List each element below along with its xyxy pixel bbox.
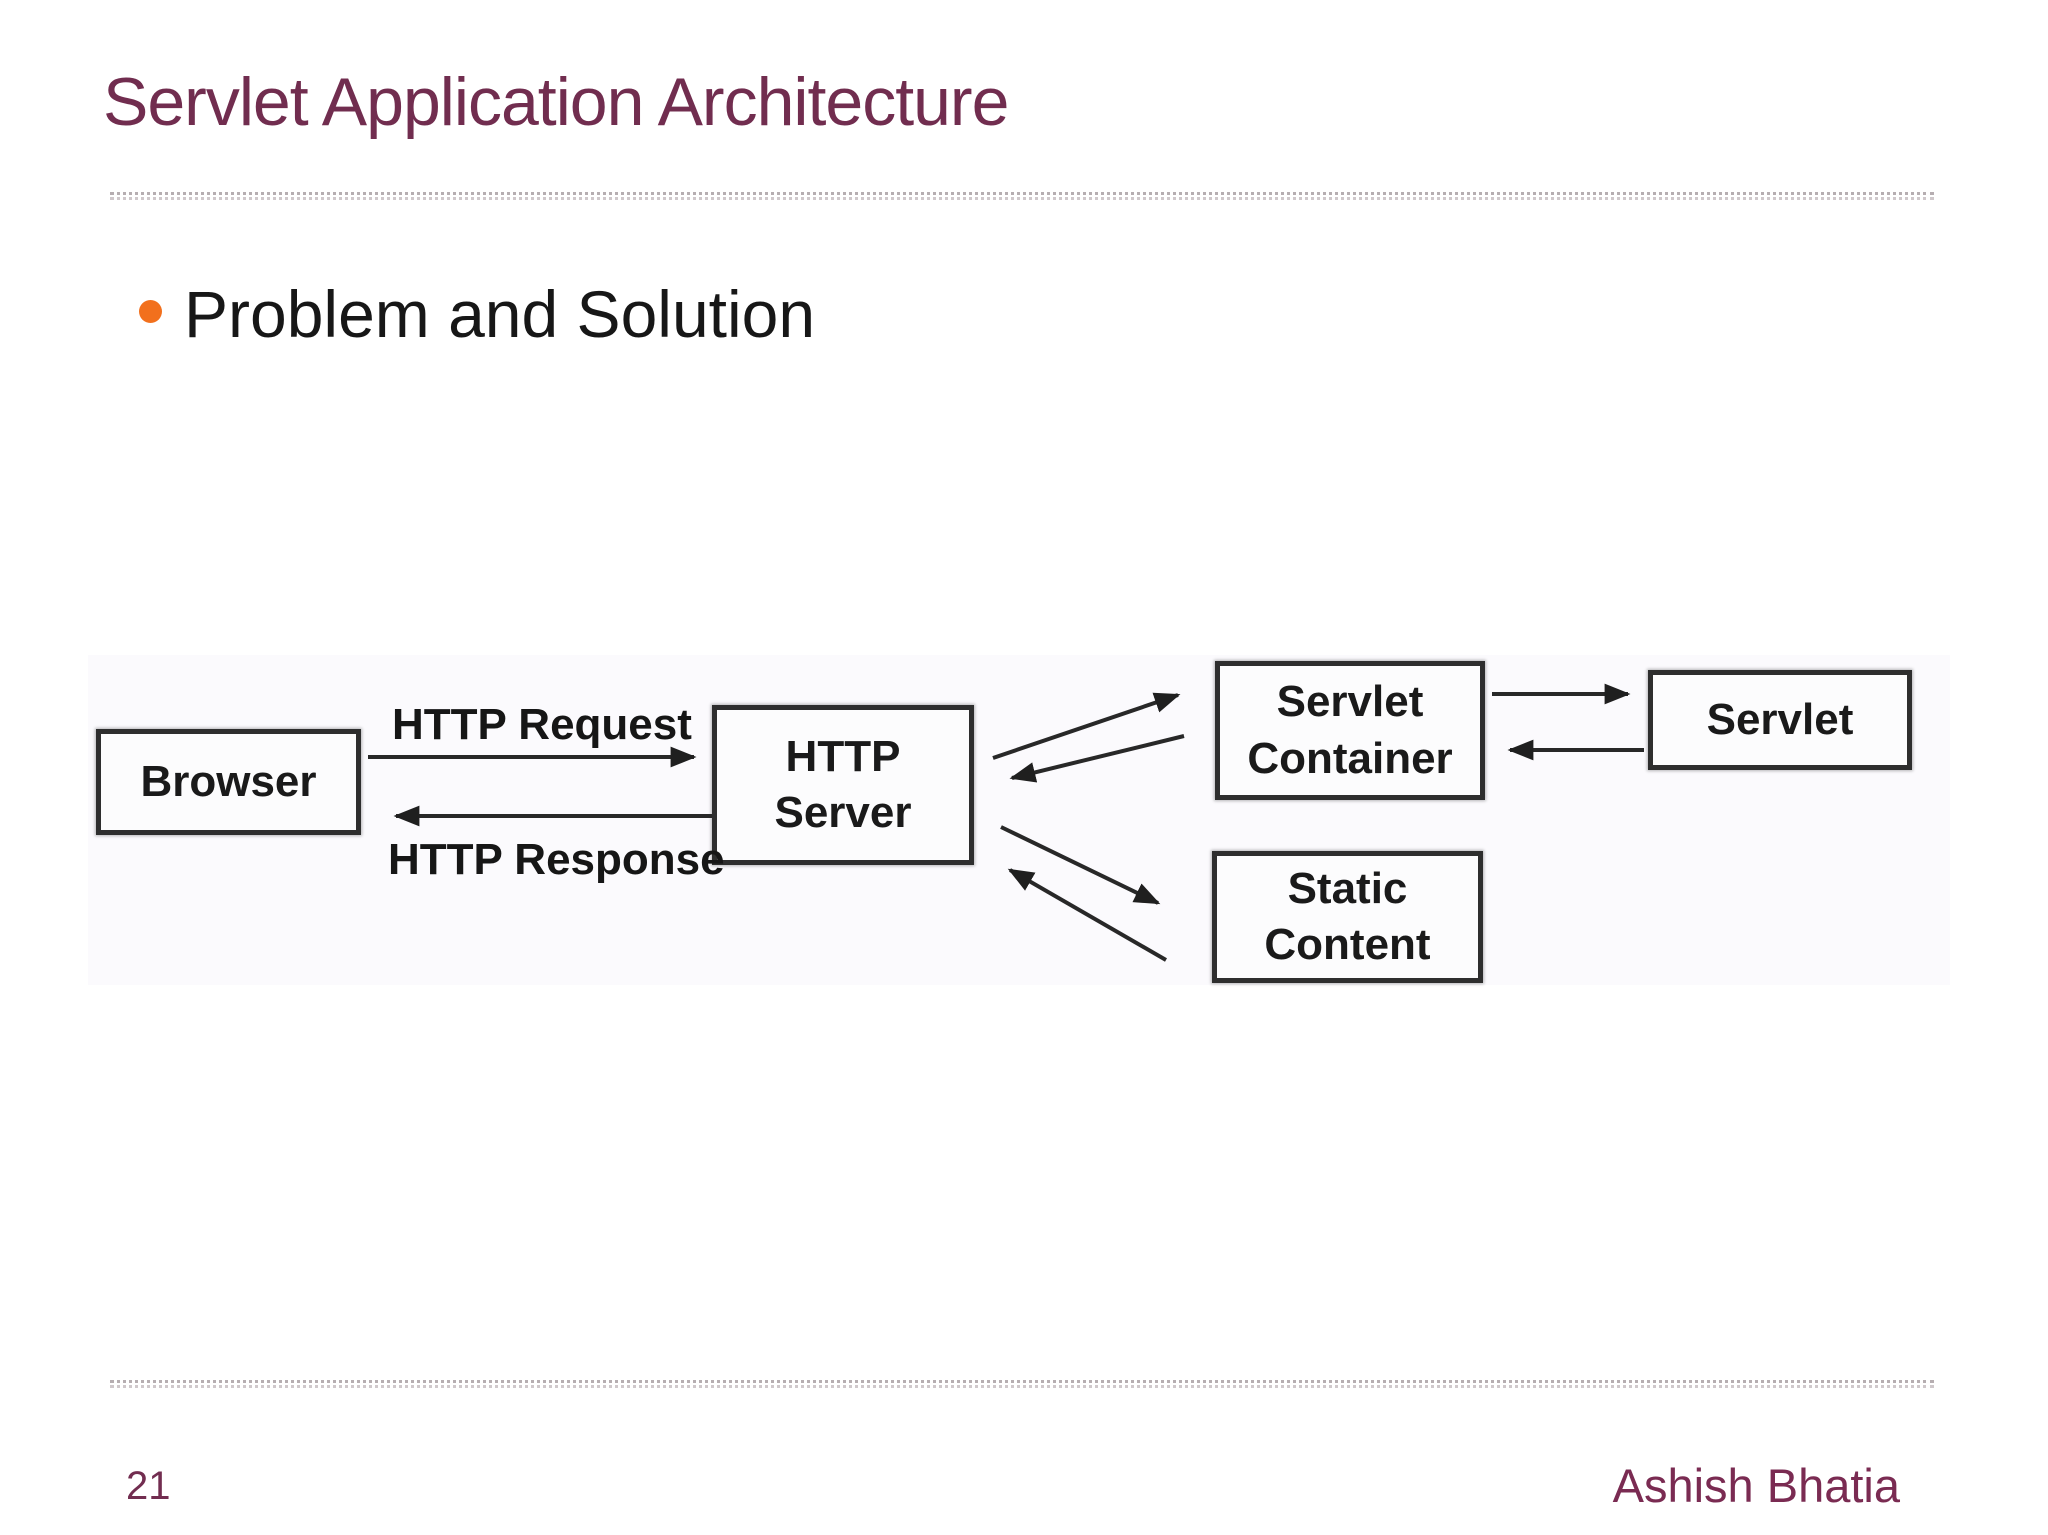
node-http-server: HTTP Server — [712, 705, 974, 865]
edge-label-http-request: HTTP Request — [392, 700, 692, 749]
node-static-content-label-line1: Static — [1287, 863, 1408, 913]
bullet-text: Problem and Solution — [184, 277, 816, 351]
node-servlet: Servlet — [1648, 670, 1912, 770]
node-servlet-container-label-line2: Container — [1247, 733, 1453, 783]
node-static-content: Static Content — [1212, 851, 1483, 983]
slide-title: Servlet Application Architecture — [103, 64, 1009, 140]
bullet-dot-icon — [139, 300, 162, 323]
edge-label-http-response: HTTP Response — [388, 835, 725, 884]
node-servlet-label: Servlet — [1706, 694, 1854, 744]
node-http-server-label-line2: Server — [774, 788, 912, 837]
node-servlet-container: Servlet Container — [1215, 661, 1485, 800]
node-http-server-label-line1: HTTP — [785, 731, 901, 781]
node-static-content-label-line2: Content — [1264, 920, 1431, 969]
title-separator — [110, 192, 1934, 201]
architecture-figure: Browser HTTP Server Servlet Container Se… — [88, 655, 1950, 985]
author-name: Ashish Bhatia — [1612, 1459, 1900, 1512]
node-browser: Browser — [96, 729, 361, 835]
footer-separator — [110, 1380, 1934, 1389]
page-number: 21 — [126, 1464, 171, 1508]
node-browser-label: Browser — [140, 756, 317, 806]
node-servlet-container-label-line1: Servlet — [1276, 677, 1424, 727]
